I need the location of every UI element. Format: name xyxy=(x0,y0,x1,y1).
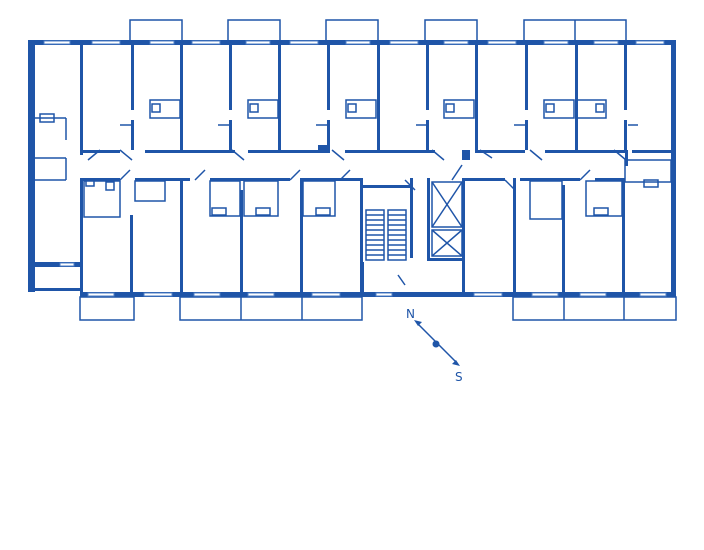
compass-north-label: N xyxy=(406,307,415,321)
inner-rooms xyxy=(83,99,672,220)
door-swings xyxy=(87,149,627,286)
outer-walls xyxy=(28,40,676,297)
windows xyxy=(43,40,667,297)
staircase xyxy=(365,209,407,261)
left-apartment xyxy=(35,113,67,181)
partitions-lower xyxy=(80,178,625,292)
corridor-walls xyxy=(80,150,672,181)
bottom-balconies xyxy=(79,296,677,321)
partitions-upper xyxy=(80,40,628,166)
compass-south-label: S xyxy=(455,370,463,384)
top-balconies xyxy=(129,19,627,43)
elevator-shafts xyxy=(431,181,463,257)
compass-center-icon xyxy=(432,340,440,348)
compass: N S xyxy=(406,307,463,384)
